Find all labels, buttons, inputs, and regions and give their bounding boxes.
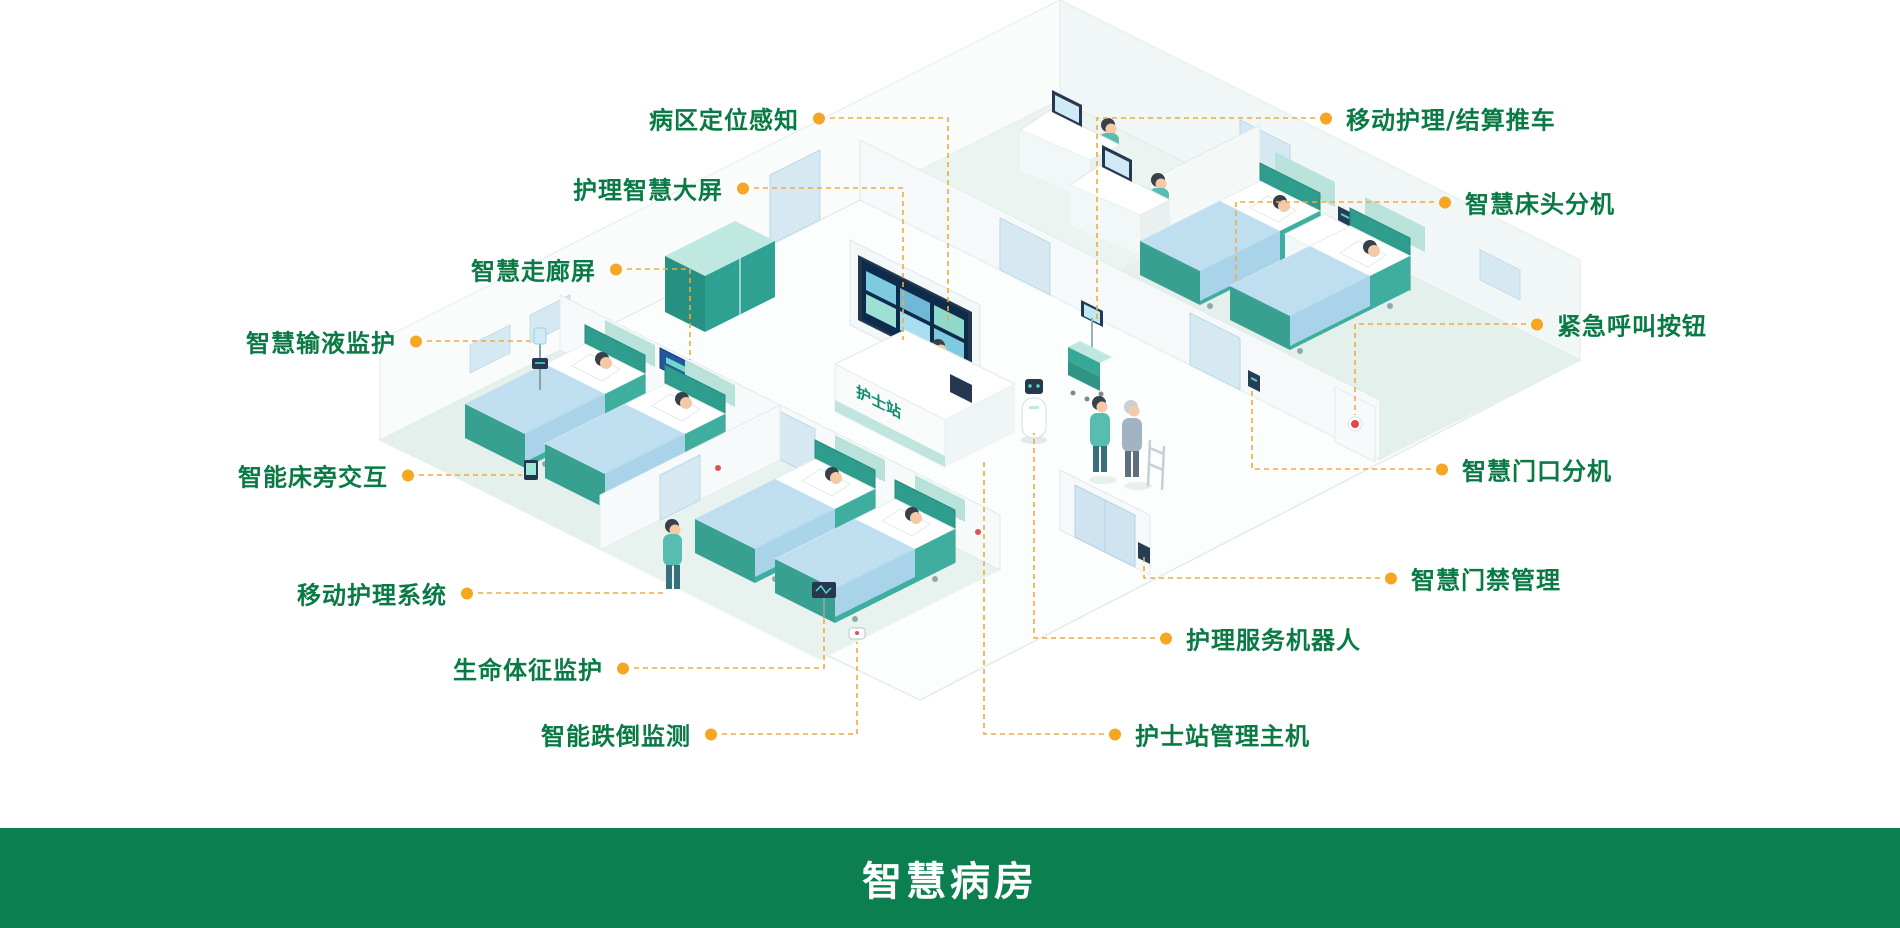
door — [999, 217, 1051, 296]
infusion-stand-device — [532, 327, 548, 390]
leader-line — [1354, 323, 1526, 415]
fall-detection-sensor-device — [848, 627, 866, 640]
callout-smart-bedside-interaction: 智能床旁交互 — [238, 458, 414, 493]
callout-text: 智慧门口分机 — [1462, 457, 1612, 486]
callout-ward-positioning-sensing: 病区定位感知 — [649, 101, 825, 136]
back-left-wall — [379, 0, 1061, 441]
callout-smart-infusion-monitoring: 智慧输液监护 — [246, 324, 422, 359]
title-banner: 智慧病房 — [0, 828, 1900, 928]
callout-smart-corridor-screen: 智慧走廊屏 — [471, 252, 622, 287]
callout-text: 智慧走廊屏 — [471, 257, 596, 286]
callout-dot-icon — [1436, 463, 1448, 475]
callout-text: 护士站管理主机 — [1135, 722, 1310, 751]
desk-area — [1018, 90, 1172, 255]
callout-dot-icon — [1385, 572, 1397, 584]
callout-dot-icon — [813, 112, 825, 124]
nurse-figure — [663, 519, 682, 589]
hospital-bed — [1228, 207, 1412, 354]
leader-line — [634, 616, 825, 669]
leader-line — [627, 268, 691, 360]
window — [1479, 249, 1521, 301]
page-title: 智慧病房 — [862, 859, 1038, 905]
leader-line — [983, 458, 1104, 735]
walker-frame — [1146, 439, 1166, 491]
callout-text: 移动护理系统 — [297, 581, 447, 610]
callout-nursing-smart-screen: 护理智慧大屏 — [573, 171, 749, 206]
leader-line — [1235, 201, 1434, 280]
hospital-bed — [773, 479, 957, 623]
callout-dot-icon — [1109, 728, 1121, 740]
callout-dot-icon — [410, 335, 422, 347]
window — [469, 324, 511, 374]
callout-text: 紧急呼叫按钮 — [1557, 312, 1707, 341]
leader-line — [1143, 553, 1380, 579]
leader-line — [830, 117, 949, 325]
callout-dot-icon — [617, 662, 629, 674]
storage-cabinet — [665, 221, 775, 332]
leader-lines — [419, 117, 1526, 735]
access-control-panel-device — [1138, 542, 1150, 564]
door-terminal-device — [1248, 370, 1260, 392]
mobile-nursing-cart-device — [1068, 300, 1112, 402]
callout-dot-icon — [402, 469, 414, 481]
callout-dot-icon — [1439, 196, 1451, 208]
callout-text: 智慧门禁管理 — [1411, 566, 1561, 595]
callout-text: 护理智慧大屏 — [573, 176, 723, 205]
right-room — [1138, 162, 1412, 354]
callout-smart-access-control: 智慧门禁管理 — [1385, 561, 1561, 596]
service-robot-device — [1021, 379, 1047, 444]
leader-line — [722, 642, 858, 735]
nurse-station-desk: 护士站 — [833, 329, 1017, 468]
double-door — [1104, 499, 1136, 568]
callout-dot-icon — [1531, 318, 1543, 330]
callout-smart-bedside-terminal: 智慧床头分机 — [1439, 185, 1615, 220]
emergency-button-device — [1351, 420, 1359, 428]
callout-text: 智慧床头分机 — [1465, 190, 1615, 219]
callout-dot-icon — [1160, 632, 1172, 644]
separator-wall — [599, 404, 781, 551]
callout-nurse-station-host: 护士站管理主机 — [1109, 717, 1310, 752]
callout-emergency-call-button: 紧急呼叫按钮 — [1531, 307, 1707, 342]
callout-smart-door-terminal: 智慧门口分机 — [1436, 452, 1612, 487]
emergency-button-wall — [1334, 386, 1376, 463]
bedside-interaction-device — [524, 460, 538, 480]
callout-dot-icon — [610, 263, 622, 275]
callout-dot-icon — [737, 182, 749, 194]
door — [659, 454, 701, 521]
callout-text: 移动护理/结算推车 — [1346, 106, 1556, 135]
callout-text: 护理服务机器人 — [1186, 626, 1361, 655]
call-button-device — [975, 529, 981, 535]
leader-line — [754, 187, 904, 340]
leader-line — [1096, 117, 1315, 322]
lower-left-room — [663, 439, 957, 640]
callout-nursing-service-robot: 护理服务机器人 — [1160, 621, 1361, 656]
station-host-monitor-device — [950, 374, 972, 403]
callout-dot-icon — [1320, 112, 1332, 124]
callout-smart-fall-detection: 智能跌倒监测 — [541, 717, 717, 752]
hall-figures — [1089, 396, 1166, 491]
access-door-wall — [1059, 469, 1151, 576]
callout-dot-icon — [705, 728, 717, 740]
upper-left-room — [463, 324, 727, 508]
callout-text: 智能跌倒监测 — [541, 722, 691, 751]
call-button-device — [715, 465, 721, 471]
interior-wall-a — [859, 139, 1381, 461]
callout-dot-icon — [461, 587, 473, 599]
hospital-bed — [543, 364, 727, 508]
elderly-patient-figure — [1122, 400, 1142, 477]
callout-text: 智慧输液监护 — [246, 329, 396, 358]
nurse-figure — [1090, 396, 1110, 472]
door — [1189, 312, 1241, 391]
callout-text: 生命体征监护 — [453, 656, 603, 685]
callout-text: 病区定位感知 — [649, 106, 799, 135]
vital-signs-monitor-device — [812, 582, 836, 618]
callout-mobile-nursing-cart: 移动护理/结算推车 — [1320, 101, 1556, 136]
callout-vital-signs-monitoring: 生命体征监护 — [453, 651, 629, 686]
callout-mobile-nursing-system: 移动护理系统 — [297, 576, 473, 611]
leader-line — [1033, 433, 1155, 639]
callout-text: 智能床旁交互 — [238, 463, 388, 492]
